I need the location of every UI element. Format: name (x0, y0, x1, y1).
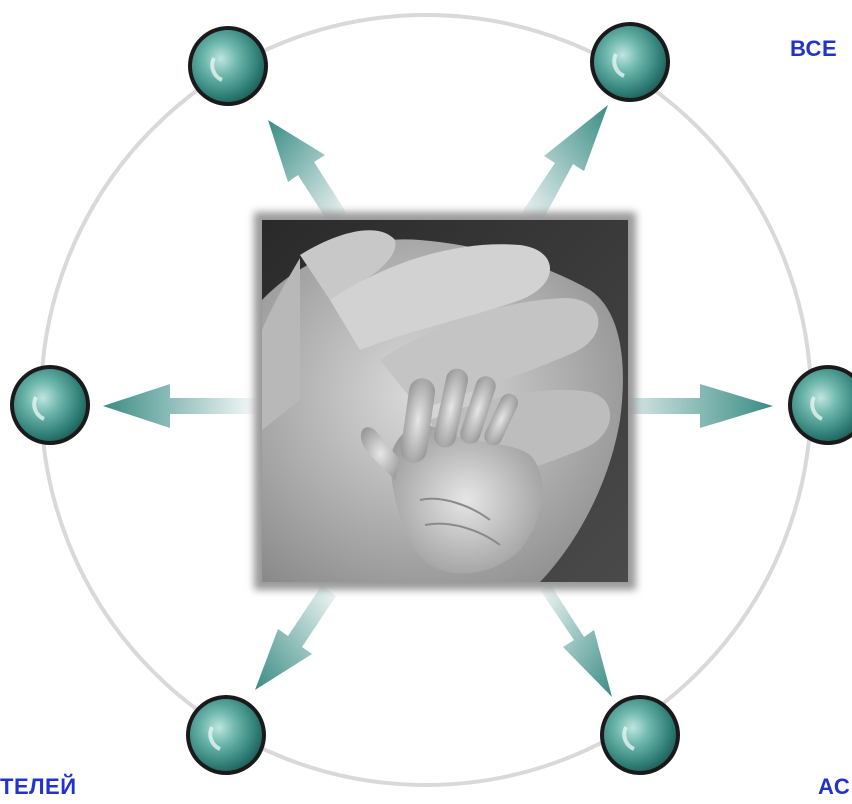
arrow-left (103, 384, 255, 428)
node-bottom-left (186, 695, 266, 775)
node-top-left (188, 26, 268, 106)
node-bottom-right (600, 695, 680, 775)
label-top-right: ВСЕ (790, 36, 838, 61)
label-bottom-right: АС (818, 774, 851, 799)
arrow-down-right (540, 584, 612, 697)
arrow-up-left (268, 120, 346, 225)
arrow-right (600, 384, 773, 428)
center-photo (254, 212, 636, 590)
node-right (788, 365, 852, 445)
arrow-down-left (255, 585, 336, 690)
node-left (10, 365, 90, 445)
node-top-right (590, 22, 670, 102)
label-bottom-left: ТЕЛЕЙ (0, 774, 77, 799)
arrow-up-right (522, 105, 608, 225)
